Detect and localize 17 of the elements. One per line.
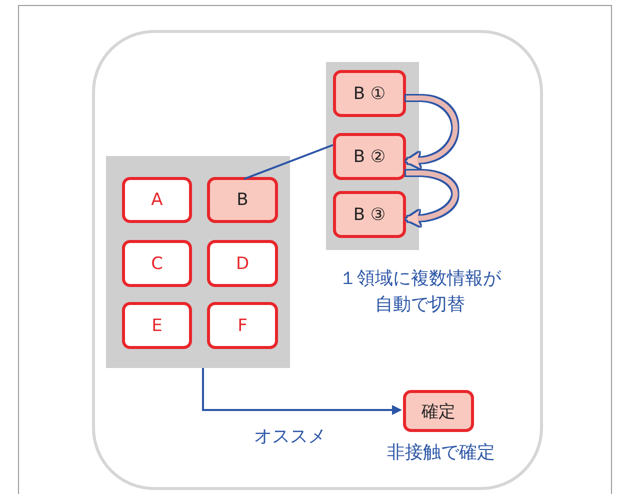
key: D bbox=[207, 240, 278, 287]
key: C bbox=[122, 240, 192, 287]
highlighted-key: B ② bbox=[333, 133, 406, 180]
screen-panel bbox=[326, 62, 419, 250]
highlighted-key: 確定 bbox=[403, 390, 474, 432]
curved-arrow bbox=[406, 170, 458, 226]
arrow bbox=[202, 368, 402, 415]
connector-line bbox=[244, 144, 334, 180]
key: E bbox=[122, 302, 192, 349]
screen-panel bbox=[106, 156, 290, 368]
key: A bbox=[122, 177, 192, 223]
highlighted-key: B bbox=[207, 177, 278, 223]
node-label: 非接触で確定 bbox=[387, 441, 495, 464]
note: １領域に複数情報が自動で切替 bbox=[338, 267, 502, 317]
highlighted-key: B ① bbox=[333, 70, 406, 117]
highlighted-key: B ③ bbox=[333, 191, 406, 238]
key: F bbox=[207, 302, 278, 349]
